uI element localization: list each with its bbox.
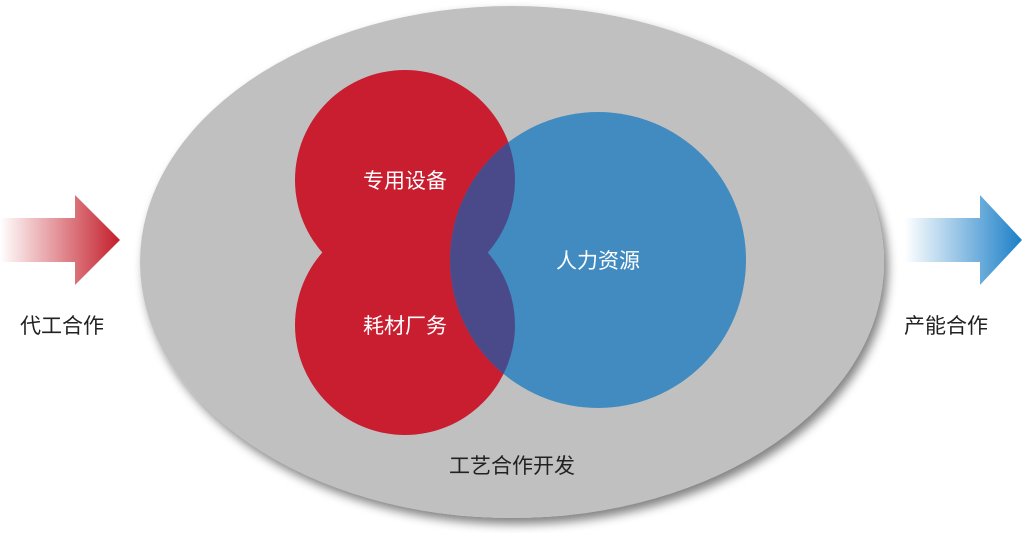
- left-label: 代工合作: [20, 314, 104, 338]
- blue-circle: [450, 112, 746, 408]
- right-label: 产能合作: [904, 314, 988, 338]
- blue-label: 人力资源: [556, 249, 640, 273]
- red-bottom-label: 耗材厂务: [363, 314, 447, 338]
- red-top-label: 专用设备: [363, 169, 447, 193]
- outer-label: 工艺合作开发: [449, 454, 575, 478]
- left-arrow: [0, 195, 120, 285]
- right-arrow: [905, 195, 1022, 285]
